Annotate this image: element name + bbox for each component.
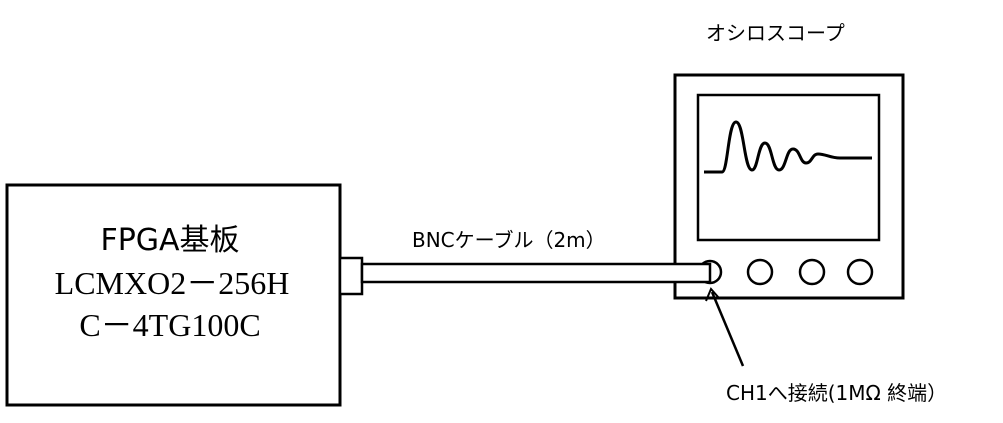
oscilloscope bbox=[673, 73, 905, 300]
fpga-part-line-1: LCMXO2－256H bbox=[55, 265, 290, 301]
oscilloscope-knob-3 bbox=[798, 258, 826, 286]
fpga-board-title: FPGA基板 bbox=[100, 223, 239, 258]
ch1-annotation-arrow bbox=[705, 287, 745, 367]
ch1-annotation-label: CH1へ接続(1MΩ 終端） bbox=[726, 381, 947, 405]
fpga-part-line-2: C－4TG100C bbox=[79, 307, 260, 343]
oscilloscope-knob-2 bbox=[746, 258, 774, 286]
fpga-board: FPGA基板 LCMXO2－256H C－4TG100C bbox=[5, 183, 342, 407]
oscilloscope-knob-4 bbox=[846, 258, 874, 286]
cable-label: BNCケーブル（2m） bbox=[412, 228, 606, 252]
oscilloscope-waveform bbox=[704, 120, 872, 174]
bnc-connector bbox=[338, 256, 364, 296]
fpga-board-box bbox=[5, 183, 342, 407]
oscilloscope-label: オシロスコープ bbox=[706, 21, 845, 45]
oscilloscope-screen bbox=[696, 93, 881, 242]
bnc-cable bbox=[360, 262, 712, 284]
